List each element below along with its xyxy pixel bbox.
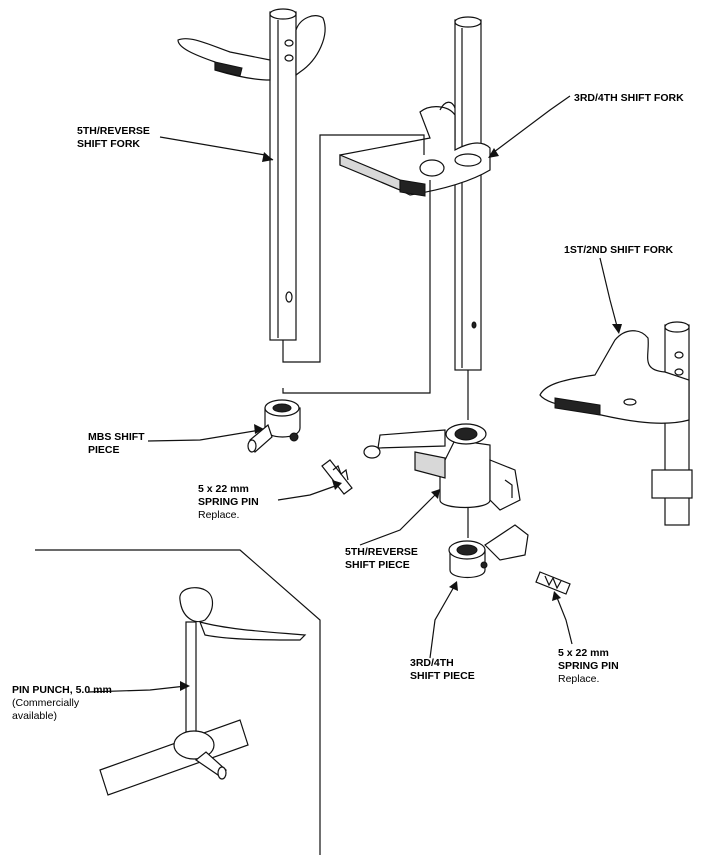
- spring-pin-2: [535, 571, 571, 595]
- shift-piece-3rd-4th: [448, 524, 529, 579]
- label-mbs-piece-1: MBS SHIFT: [88, 431, 145, 443]
- label-pin-punch-note-1: (Commercially: [12, 697, 80, 709]
- label-fork-3rd-4th: 3RD/4TH SHIFT FORK: [574, 92, 684, 104]
- label-pin-punch-note-2: available): [12, 710, 57, 722]
- label-spring-pin-2-note: Replace.: [558, 673, 599, 685]
- fork-3rd-4th-assembly: [339, 16, 491, 371]
- label-mbs-piece-2: PIECE: [88, 444, 120, 456]
- label-piece-5th-reverse-2: SHIFT PIECE: [345, 559, 410, 571]
- label-piece-5th-reverse-1: 5TH/REVERSE: [345, 546, 418, 558]
- label-fork-5th-reverse-2: SHIFT FORK: [77, 138, 140, 150]
- mbs-shift-piece: [247, 399, 301, 454]
- shift-piece-5th-reverse: [363, 423, 521, 511]
- label-piece-3rd-4th-1: 3RD/4TH: [410, 657, 454, 669]
- guide-lines: [282, 134, 469, 538]
- pin-punch-inset: [35, 549, 321, 855]
- label-spring-pin-1-note: Replace.: [198, 509, 239, 521]
- label-spring-pin-2-size: 5 x 22 mm: [558, 647, 609, 659]
- fork-5th-reverse-assembly: [177, 8, 326, 341]
- label-fork-1st-2nd: 1ST/2ND SHIFT FORK: [564, 244, 674, 256]
- label-pin-punch: PIN PUNCH, 5.0 mm: [12, 684, 112, 696]
- leader-lines: [87, 95, 622, 693]
- label-piece-3rd-4th-2: SHIFT PIECE: [410, 670, 475, 682]
- spring-pin-1: [321, 459, 353, 495]
- label-fork-5th-reverse-1: 5TH/REVERSE: [77, 125, 150, 137]
- labels: 5TH/REVERSE SHIFT FORK 3RD/4TH SHIFT FOR…: [12, 92, 684, 722]
- fork-1st-2nd-assembly: [539, 321, 693, 526]
- label-spring-pin-1-size: 5 x 22 mm: [198, 483, 249, 495]
- label-spring-pin-2: SPRING PIN: [558, 660, 619, 672]
- label-spring-pin-1: SPRING PIN: [198, 496, 259, 508]
